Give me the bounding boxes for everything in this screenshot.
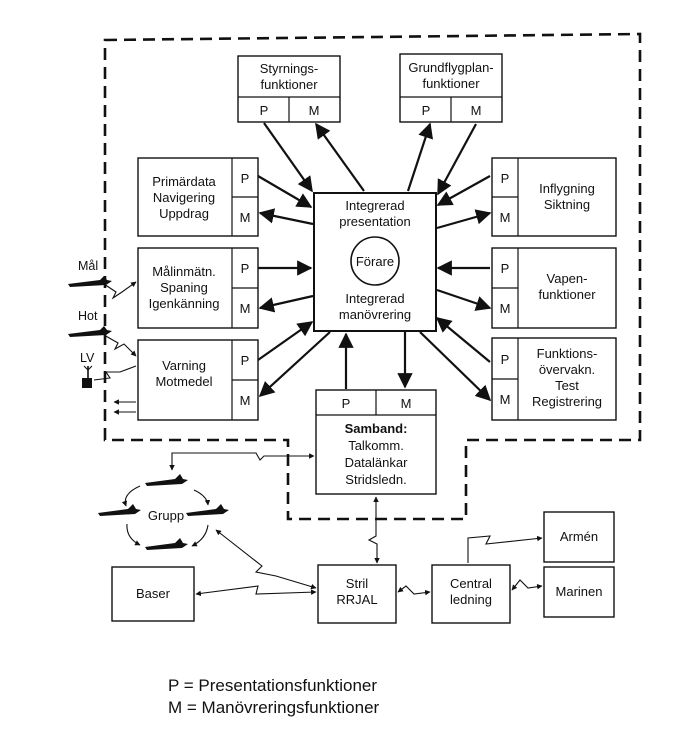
grupp-label: Grupp <box>148 508 184 523</box>
m-cell: M <box>471 103 482 118</box>
m-cell: M <box>401 396 412 411</box>
group-aircraft-icon <box>145 538 188 550</box>
marinen-label: Marinen <box>556 584 603 599</box>
m-cell: M <box>500 210 511 225</box>
aircraft-system-boundary <box>103 32 642 521</box>
module-label-line: Vapen- <box>547 271 588 286</box>
m-cell: M <box>500 392 511 407</box>
module-label-line: övervakn. <box>539 362 595 377</box>
group-aircraft-icon <box>98 504 141 516</box>
target-aircraft-icon <box>68 276 112 287</box>
hot-label: Hot <box>78 309 98 323</box>
m-cell: M <box>309 103 320 118</box>
module-label-line: Siktning <box>544 197 590 212</box>
p-cell: P <box>501 352 510 367</box>
armen-label: Armén <box>560 529 598 544</box>
center-top-line: presentation <box>339 214 411 229</box>
module-label-line: Primärdata <box>152 174 216 189</box>
p-cell: P <box>260 103 269 118</box>
module-label-line: Igenkänning <box>149 296 220 311</box>
group-aircraft-icon <box>145 474 188 486</box>
module-label-line: Test <box>555 378 579 393</box>
module-label-line: Navigering <box>153 190 215 205</box>
module-label-line: Spaning <box>160 280 208 295</box>
module-grundflygplanfunktioner: Grundflygplan- funktioner P M <box>399 53 503 123</box>
center-bottom-line: Integrerad <box>345 291 404 306</box>
connection-arrows <box>257 122 492 402</box>
group-aircraft-icon <box>186 504 229 516</box>
module-label-line: Motmedel <box>155 374 212 389</box>
mal-label: Mål <box>78 259 98 273</box>
samband-line: Stridsledn. <box>345 472 406 487</box>
pilot-label: Förare <box>356 254 394 269</box>
air-defense-icon <box>82 365 93 388</box>
central-line: ledning <box>450 592 492 607</box>
module-label-line: Uppdrag <box>159 206 209 221</box>
legend-p: P = Presentationsfunktioner <box>168 676 378 695</box>
module-label-line: Grundflygplan- <box>408 60 493 75</box>
pilot-circle <box>350 236 400 286</box>
radio-links <box>169 452 543 597</box>
module-primardata: Primärdata Navigering Uppdrag P M <box>137 157 259 237</box>
p-cell: P <box>501 171 510 186</box>
module-label-line: Funktions- <box>537 346 598 361</box>
samband-line: Talkomm. <box>348 438 404 453</box>
legend-m: M = Manövreringsfunktioner <box>168 698 380 717</box>
samband-title: Samband: <box>345 421 408 436</box>
central-line: Central <box>450 576 492 591</box>
module-malinmatning: Målinmätn. Spaning Igenkänning P M <box>137 247 259 329</box>
m-cell: M <box>240 393 251 408</box>
module-inflygning-siktning: Inflygning Siktning P M <box>491 157 617 237</box>
module-label-line: Målinmätn. <box>152 264 216 279</box>
module-samband: P M Samband: Talkomm. Datalänkar Stridsl… <box>315 389 437 495</box>
box-stril: Stril RRJAL <box>317 564 397 624</box>
m-cell: M <box>240 210 251 225</box>
module-styrningsfunktioner: Styrnings- funktioner P M <box>237 55 341 123</box>
samband-line: Datalänkar <box>345 455 409 470</box>
p-cell: P <box>241 261 250 276</box>
module-label-line: Styrnings- <box>260 61 319 76</box>
center-integrated-box: Integrerad presentation Förare Integrera… <box>313 192 437 332</box>
p-cell: P <box>342 396 351 411</box>
p-cell: P <box>501 261 510 276</box>
module-label-line: funktioner <box>422 76 480 91</box>
p-cell: P <box>422 103 431 118</box>
box-central-ledning: Central ledning <box>431 564 511 624</box>
stril-line: Stril <box>346 576 369 591</box>
stril-line: RRJAL <box>336 592 377 607</box>
lv-label: LV <box>80 351 95 365</box>
module-label-line: Registrering <box>532 394 602 409</box>
module-varning-motmedel: Varning Motmedel P M <box>137 339 259 421</box>
module-label-line: Inflygning <box>539 181 595 196</box>
threat-aircraft-icon <box>68 326 112 337</box>
baser-label: Baser <box>136 586 171 601</box>
box-marinen: Marinen <box>543 566 615 618</box>
p-cell: P <box>241 353 250 368</box>
external-threats: Mål Hot LV <box>68 259 137 415</box>
module-funktionsovervakning: Funktions- övervakn. Test Registrering P… <box>491 337 617 421</box>
box-armen: Armén <box>543 511 615 563</box>
center-top-line: Integrerad <box>345 198 404 213</box>
center-bottom-line: manövrering <box>339 307 411 322</box>
module-label-line: funktioner <box>538 287 596 302</box>
grupp-formation: Grupp <box>98 474 229 550</box>
module-label-line: funktioner <box>260 77 318 92</box>
module-vapenfunktioner: Vapen- funktioner P M <box>491 247 617 329</box>
p-cell: P <box>241 171 250 186</box>
m-cell: M <box>240 301 251 316</box>
module-label-line: Varning <box>162 358 206 373</box>
m-cell: M <box>500 301 511 316</box>
box-baser: Baser <box>111 566 195 622</box>
